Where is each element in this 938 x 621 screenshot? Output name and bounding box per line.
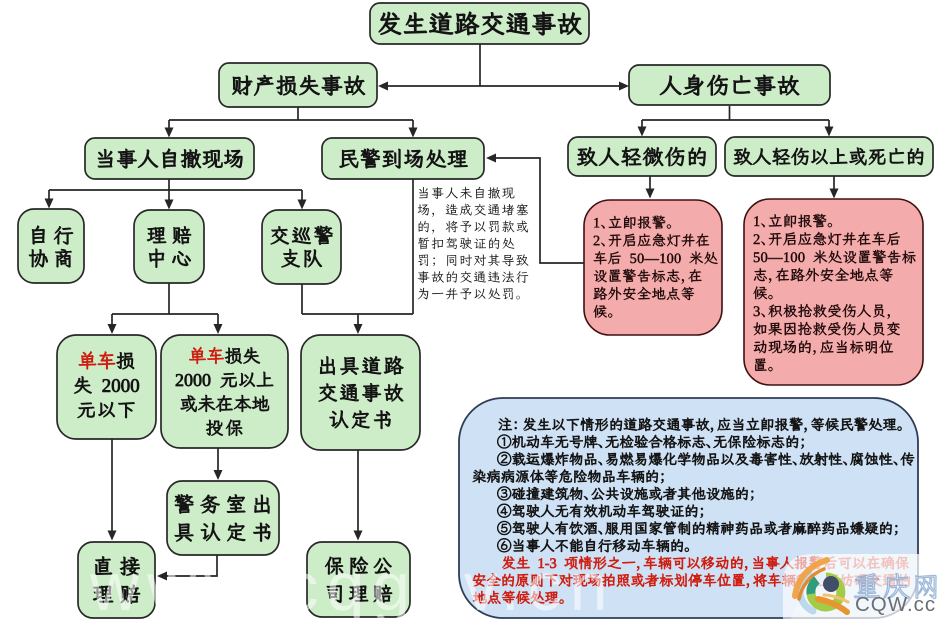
svg-text:CQW.cc: CQW.cc bbox=[855, 593, 936, 616]
svg-text:www.cqgov.cn: www.cqgov.cn bbox=[89, 549, 616, 621]
